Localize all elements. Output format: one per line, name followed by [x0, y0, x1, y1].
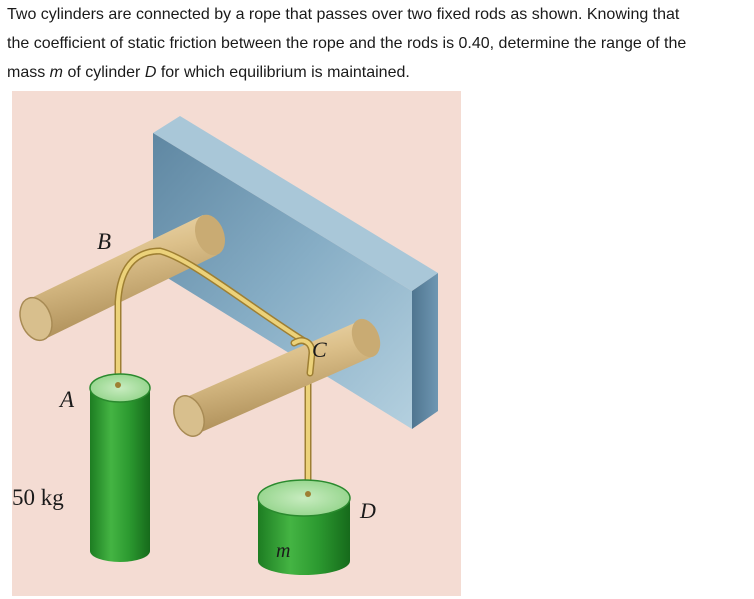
label-c: C	[312, 337, 327, 362]
rope-over-c-core	[292, 338, 315, 375]
cylinder-a-top	[89, 373, 151, 403]
variable-d: D	[144, 64, 157, 81]
problem-line-3: mass m of cylinder D for which equilibri…	[7, 58, 752, 87]
cylinder-a-rope-attach	[115, 382, 121, 388]
problem-line-2: the coefficient of static friction betwe…	[7, 35, 687, 52]
label-b: B	[97, 229, 111, 254]
label-m: m	[276, 540, 290, 562]
rod-c-near-end	[173, 395, 205, 437]
cylinder-a	[89, 373, 151, 562]
cylinder-a-body	[90, 388, 150, 562]
label-mass-a: 50 kg	[12, 485, 64, 510]
variable-m: m	[49, 64, 63, 81]
wall-top-face	[153, 116, 438, 291]
rod-b-far-end	[195, 214, 225, 256]
wall-side-face	[412, 273, 438, 429]
problem-line-3-middle: of cylinder	[63, 64, 145, 81]
rod-c-body	[182, 321, 374, 434]
cylinder-d-top	[257, 479, 351, 517]
cylinder-d-body	[258, 498, 350, 575]
cylinder-d	[257, 479, 351, 575]
cylinder-d-rope-attach	[305, 491, 311, 497]
label-d: D	[359, 498, 376, 523]
problem-line-3-start: mass	[7, 64, 50, 81]
rod-c	[173, 318, 381, 437]
figure-diagram: B C A 50 kg D m	[12, 91, 461, 596]
rod-c-far-end	[351, 318, 381, 358]
label-a: A	[58, 387, 75, 412]
rod-b-near-end	[19, 296, 53, 342]
figure: B C A 50 kg D m	[12, 91, 461, 596]
problem-line-3-end: for which equilibrium is maintained.	[156, 64, 410, 81]
problem-line-1: Two cylinders are connected by a rope th…	[7, 6, 680, 23]
problem-statement: Two cylinders are connected by a rope th…	[7, 0, 752, 87]
